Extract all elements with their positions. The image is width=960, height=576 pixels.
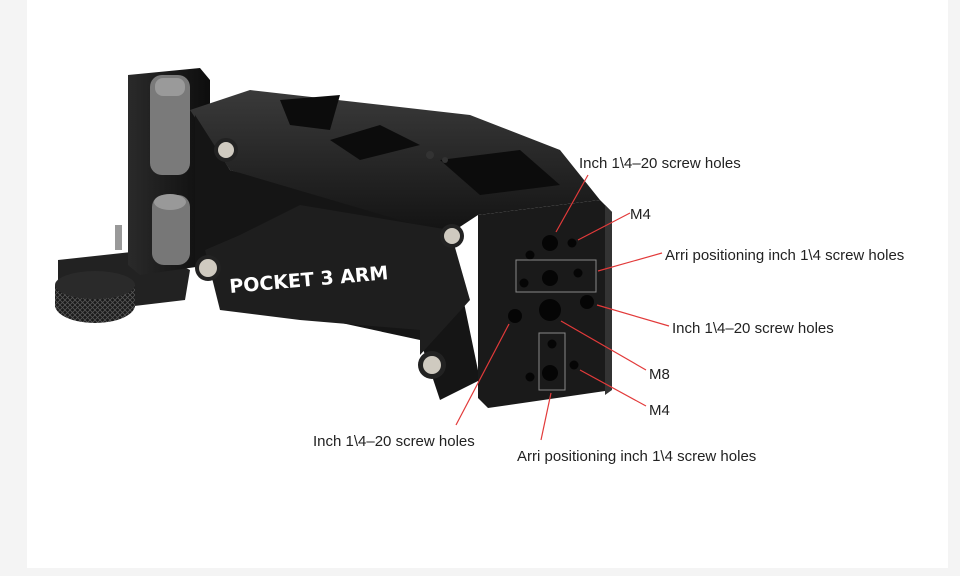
screw-icon [444, 228, 460, 244]
mounting-holes [508, 235, 594, 382]
clamp-block [128, 68, 210, 275]
arri-box-horizontal [515, 259, 597, 293]
label-top-m4: M4 [630, 206, 651, 223]
label-arri-vertical: Arri positioning inch 1\4 screw holes [517, 448, 756, 465]
label-right-inch-screw-holes: Inch 1\4–20 screw holes [672, 320, 834, 337]
screw-icon [423, 356, 441, 374]
arri-box-vertical [538, 332, 566, 391]
screw-icon [199, 259, 217, 277]
label-m8: M8 [649, 366, 670, 383]
label-arri-horizontal: Arri positioning inch 1\4 screw holes [665, 247, 904, 264]
label-top-inch-screw-holes: Inch 1\4–20 screw holes [579, 155, 741, 172]
product-image: POCKET 3 ARM [55, 68, 612, 408]
mounting-block [478, 200, 612, 408]
label-left-inch-screw-holes: Inch 1\4–20 screw holes [313, 433, 475, 450]
screw-icon [218, 142, 234, 158]
annotation-arrows [455, 174, 670, 441]
arm-body: POCKET 3 ARM [190, 90, 600, 400]
label-bottom-m4: M4 [649, 402, 670, 419]
